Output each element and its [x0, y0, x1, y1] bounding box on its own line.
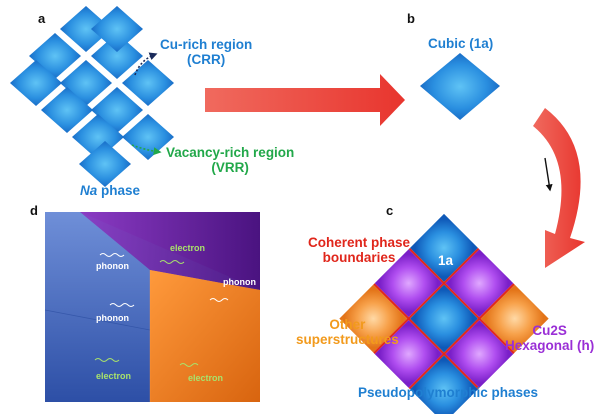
center-tile-1a-label: 1a — [438, 253, 454, 268]
phonon-path-1 — [99, 253, 125, 257]
tile-a-6 — [91, 33, 143, 79]
other-line1: Other — [329, 317, 366, 332]
panel-letter-d: d — [30, 203, 38, 218]
vacancy-rich-label: Vacancy-rich region — [166, 145, 295, 160]
pseudopolymorphic-phases-label: Pseudopolymorphic phases — [358, 385, 539, 400]
panel-letter-b: b — [407, 11, 415, 26]
tile-c-5 — [410, 284, 478, 353]
panel-letter-c: c — [386, 203, 394, 218]
tile-a-11 — [79, 141, 131, 187]
panel-c-tile-grid — [339, 213, 549, 414]
na-phase-italic: Na — [80, 183, 98, 198]
electron-label-2: electron — [96, 371, 132, 381]
other-superstructures-label: Other superstructures — [296, 317, 399, 348]
cubic-tile — [420, 53, 500, 120]
cubic-1a-label: Cubic (1a) — [428, 36, 494, 51]
cu-rich-region-label: Cu-rich region (CRR) — [160, 37, 253, 68]
electron-label-3: electron — [188, 373, 224, 383]
electron-path-1 — [159, 260, 185, 264]
tile-a-5 — [60, 6, 112, 52]
tile-a-7 — [122, 60, 174, 106]
crr-pointer-arrow — [134, 52, 158, 76]
phase-boundary-lines — [373, 247, 515, 390]
other-line2: superstructures — [296, 331, 399, 347]
tile-c-7 — [339, 284, 408, 353]
phonon-label-3: phonon — [223, 277, 256, 287]
cu2s-line1: Cu2S — [532, 323, 567, 338]
tile-a-12 — [91, 6, 143, 52]
cu2s-hexagonal-label: Cu2S Hexagonal (h) — [505, 323, 595, 354]
cu-transition-arrow — [544, 157, 553, 192]
electron-label-1: electron — [170, 243, 206, 253]
arrow-b-to-c — [533, 108, 585, 268]
arrow-a-to-b — [205, 74, 405, 126]
phonon-path-3 — [209, 298, 229, 302]
phonon-path-2 — [109, 303, 135, 307]
panel-d-carrier-paths — [94, 253, 229, 367]
vacancy-rich-region-label: Vacancy-rich region (VRR) — [166, 145, 295, 176]
na-phase-label: Na phase — [80, 183, 141, 199]
phonon-label-2: phonon — [96, 313, 129, 323]
na-phase-rest: phase — [97, 183, 141, 198]
tile-a-9 — [41, 87, 93, 133]
phonon-label-1: phonon — [96, 261, 129, 271]
electron-path-2 — [94, 358, 120, 362]
tile-c-1 — [410, 213, 478, 282]
tile-a-8 — [10, 60, 62, 106]
electron-path-3 — [179, 363, 199, 367]
panel-d-micrograph — [44, 212, 260, 402]
panel-a-tile-array — [10, 6, 174, 187]
coherent-phase-boundaries-label: Coherent phase boundaries — [308, 235, 411, 266]
cu-rich-abbr: (CRR) — [187, 51, 226, 67]
tile-c-3 — [480, 284, 549, 353]
panel-letter-a: a — [38, 11, 46, 26]
cu-rich-label: Cu-rich region — [160, 37, 253, 52]
cu2s-line2: Hexagonal (h) — [505, 337, 595, 353]
coherent-line1: Coherent phase — [308, 235, 411, 250]
vacancy-rich-abbr: (VRR) — [211, 159, 249, 175]
coherent-line2: boundaries — [322, 249, 396, 265]
tile-c-9 — [410, 355, 478, 414]
